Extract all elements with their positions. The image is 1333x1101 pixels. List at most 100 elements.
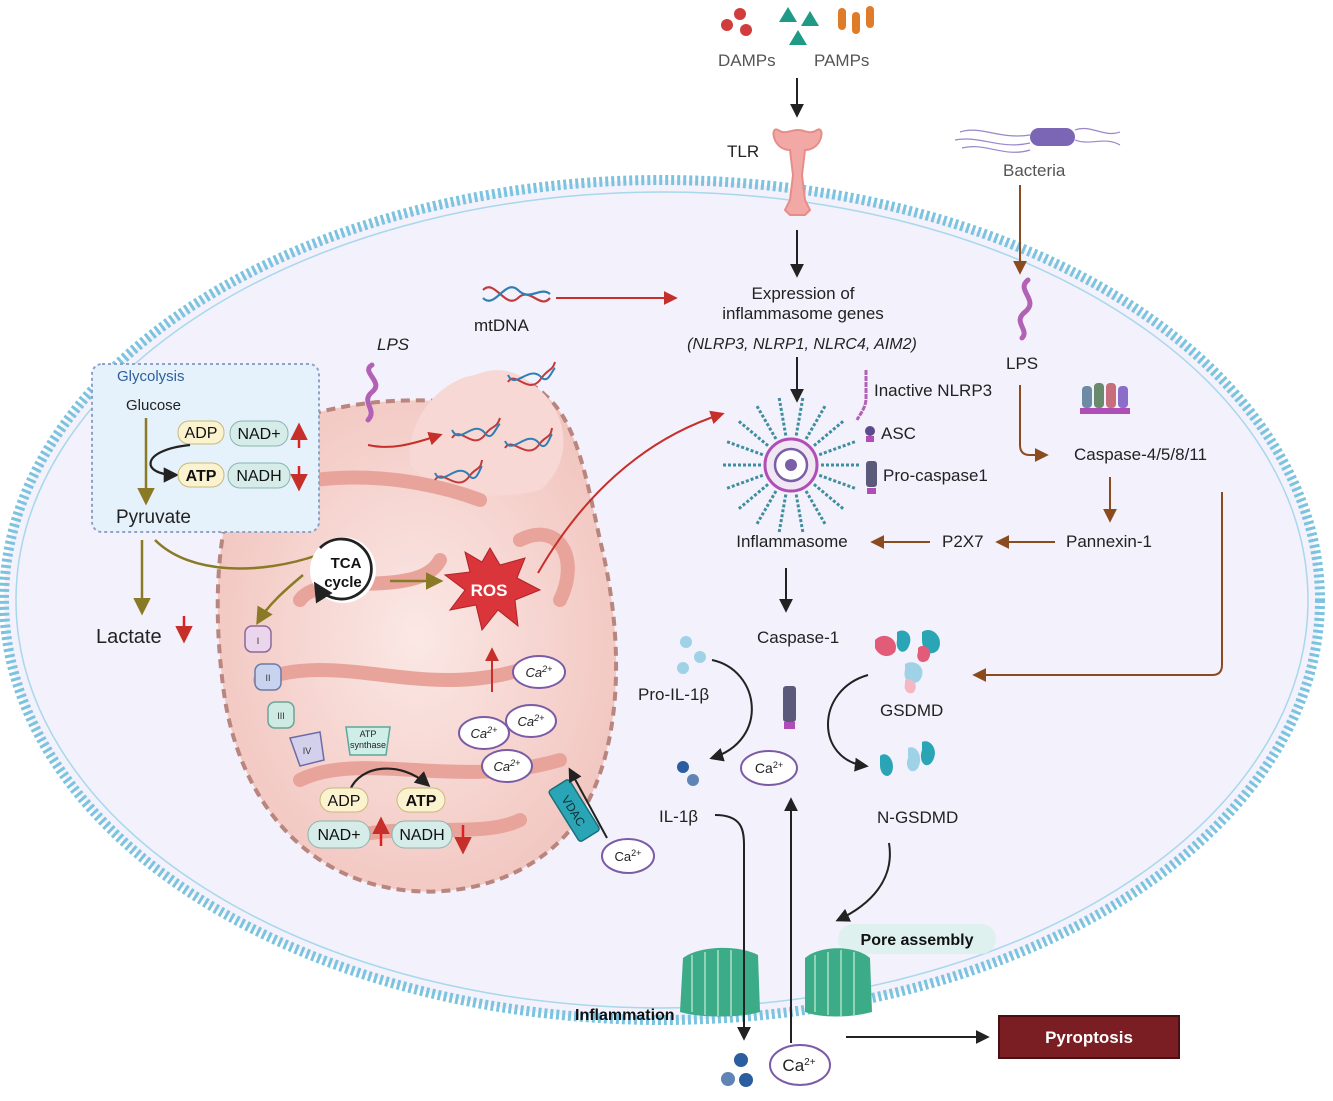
tca-line1: TCA [331,555,362,572]
svg-text:Ca2+: Ca2+ [494,758,521,774]
gsdmd-label: GSDMD [880,701,943,720]
atp-synthase-icon [345,726,391,756]
inflammasome-ray [754,490,778,527]
svg-text:Ca2+: Ca2+ [526,664,553,680]
pyroptosis-label: Pyroptosis [1045,1028,1133,1047]
lps-icon [365,362,379,423]
glycolysis-title: Glycolysis [117,368,185,385]
glucose-label: Glucose [126,397,181,414]
cytoplasm [4,180,1320,1020]
tlr-receptor: TLR [727,128,823,278]
lps-right-icon [1017,277,1033,341]
svg-text:Ca2+: Ca2+ [782,1056,815,1075]
ros: ROS [443,547,542,632]
inflammasome-ray [777,395,788,436]
pyruvate-label: Pyruvate [116,507,191,528]
atp-synthase: ATP synthase [345,726,431,791]
calcium-ion: Ca2+ [740,750,798,786]
pore-assembly-label: Pore assembly [861,932,974,949]
complex-iii-label: III [277,711,285,721]
pro-caspase1-label: Pro-caspase1 [883,466,988,485]
arrow-gsdmd-n-gsdmd [827,674,869,772]
lactate-label: Lactate [96,626,162,648]
caspase1-icon [783,686,796,729]
damps-icon [721,8,752,36]
nad-pill [229,420,289,447]
arrow-lps-caspase [1019,385,1049,462]
nadh-pill [227,462,291,489]
mito-atp-label: ATP [406,793,437,810]
inflammasome-ray [754,403,778,440]
atp-synthase-line1: ATP [360,729,377,739]
gsdmd-pore-icon [680,947,872,1017]
asc-label: ASC [881,424,916,443]
mito-nad-pill [307,820,371,849]
arrow-adp-atp-mito [348,767,431,791]
pro-il1b-particles-icon [677,636,706,674]
mito-atp-pill [396,787,446,813]
inflammation-label: Inflammation [575,1007,675,1024]
expression-line1: Expression of [752,284,855,303]
atp-label: ATP [186,468,217,485]
svg-text:Ca2+: Ca2+ [518,713,545,729]
mito-calcium: Ca2+ Ca2+ Ca2+ Ca2+ [458,647,566,783]
bacteria-label: Bacteria [1003,161,1066,180]
complex-iv-icon [289,731,325,767]
inflammasome-ray [818,439,858,457]
arrow-n-gsdmd-pore [835,842,891,922]
complex-iv-label: IV [303,746,312,756]
complex-ii-icon [254,663,282,691]
inactive-nlrp3-icon [855,370,868,421]
ros-burst-icon [443,547,542,632]
p2x7-label: P2X7 [942,532,984,551]
caspase-4-5-8-11-label: Caspase-4/5/8/11 [1074,445,1207,464]
pro-caspase1-icon [866,461,877,494]
mito-nadh-pill [391,820,453,849]
dna-helix-icon [504,427,553,452]
tlr-icon [772,128,823,216]
calcium-ion: Ca2+ [505,704,557,738]
il1b-released-icon [721,1053,753,1087]
inflammasome-ray [736,418,769,447]
vdac: VDAC Ca2+ [548,767,655,874]
cell [0,175,1325,1025]
arrow-pyruvate-tca [154,539,319,570]
mito-dna-fragments [434,361,556,484]
mito-pills: ADP ATP NAD+ NADH [307,787,472,855]
arrow-vdac-ca [568,767,608,839]
dna-helix-icon [451,417,501,442]
arrow-lps-mtdna [367,431,443,448]
calcium-ion: Ca2+ [601,838,655,874]
inflammasome-ray [724,439,764,457]
mtdna-block: mtDNA [474,286,678,335]
tca-cycle-arrow-icon [313,537,373,604]
etc-complexes: I II III IV [244,625,325,767]
caspase1-label: Caspase-1 [757,628,839,647]
n-gsdmd-icon [880,741,935,776]
mito-nadh-label: NADH [399,827,444,844]
complex-i-icon [244,625,272,653]
inflammasome-ray [804,403,828,440]
inflammasome-label: Inflammasome [736,532,847,551]
dna-helix-icon [434,459,483,484]
lps-mito-label: LPS [377,335,410,354]
glycolysis-box: Glycolysis Glucose ADP NAD+ ATP NADH Pyr… [91,363,320,533]
pamps-label: PAMPs [814,51,869,70]
tca-line2: cycle [324,574,362,591]
inflammasome-ray [813,483,846,512]
dna-helix-icon [482,286,551,303]
expression-block: Expression of inflammasome genes (NLRP3,… [687,284,917,403]
mito-adp-pill [319,787,369,813]
pro-il1b-label: Pro-IL-1β [638,685,709,704]
arrow-pro-il1b-il1b [709,659,753,762]
caspase-complex-icon [1080,383,1130,414]
plasma-membrane [0,175,1325,1025]
expression-line2: inflammasome genes [722,304,884,323]
damps-pamps: DAMPs PAMPs [718,6,874,118]
calcium-ion: Ca2+ [512,655,566,689]
pamps-rods-icon [838,6,874,34]
calcium-ion: Ca2+ [458,716,510,750]
tlr-label: TLR [727,142,759,161]
pannexin-label: Pannexin-1 [1066,532,1152,551]
